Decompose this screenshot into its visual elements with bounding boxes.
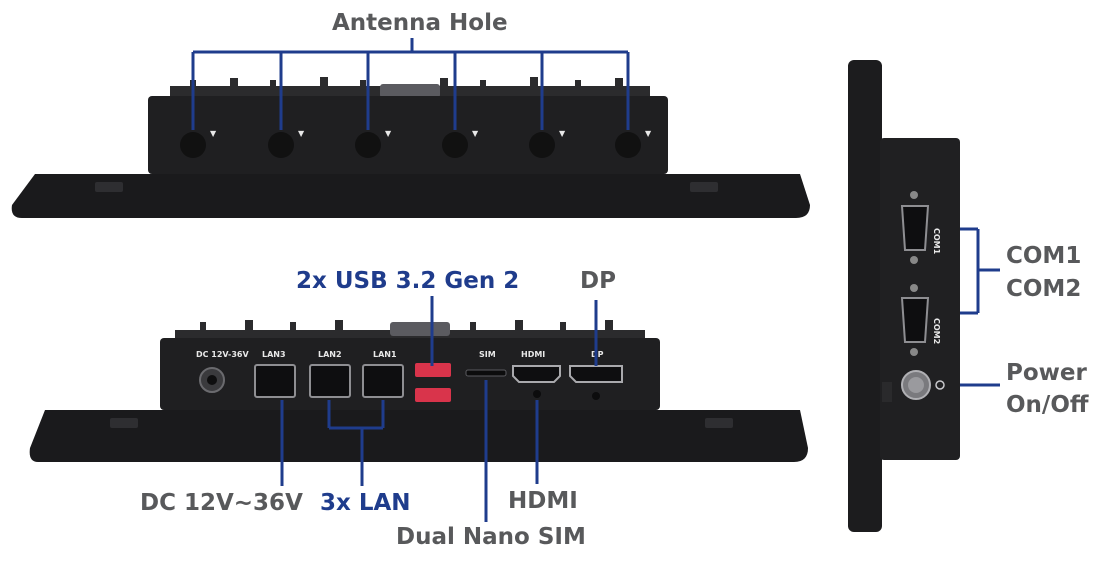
hdmi-label: HDMI bbox=[508, 488, 578, 514]
antenna-hole-label: Antenna Hole bbox=[332, 10, 508, 36]
side-bezel bbox=[848, 60, 882, 532]
onoff-label: On/Off bbox=[1006, 392, 1089, 418]
com2-label: COM2 bbox=[1006, 276, 1082, 302]
hdmi-print: HDMI bbox=[521, 350, 545, 359]
dc-label: DC 12V~36V bbox=[140, 490, 303, 516]
io-vent-cap bbox=[390, 322, 450, 336]
antenna-callout-lines bbox=[191, 38, 630, 130]
sim-print: SIM bbox=[479, 350, 496, 359]
hdmi-screw bbox=[533, 390, 541, 398]
svg-text:▼: ▼ bbox=[472, 129, 479, 138]
dc-jack bbox=[199, 367, 225, 393]
bezel-clip bbox=[95, 182, 123, 192]
power-label: Power bbox=[1006, 360, 1087, 386]
side-view-device: COM1 COM2 bbox=[848, 60, 960, 532]
com2-print: COM2 bbox=[932, 318, 941, 344]
svg-text:▼: ▼ bbox=[559, 129, 566, 138]
com1-label: COM1 bbox=[1006, 243, 1082, 269]
io-view-device: DC 12V-36V LAN3 LAN2 LAN1 SIM HDMI DP bbox=[29, 320, 808, 462]
usb-label: 2x USB 3.2 Gen 2 bbox=[296, 268, 520, 294]
bezel-clip bbox=[705, 418, 733, 428]
top-view-device: ▼ ▼ ▼ ▼ ▼ ▼ bbox=[11, 38, 810, 218]
com1-print: COM1 bbox=[932, 228, 941, 255]
com2-port bbox=[900, 284, 930, 356]
svg-text:▼: ▼ bbox=[645, 129, 652, 138]
bezel-clip bbox=[690, 182, 718, 192]
usb-ports bbox=[415, 363, 451, 402]
svg-text:▼: ▼ bbox=[385, 129, 392, 138]
dp-label: DP bbox=[580, 268, 616, 294]
top-bezel bbox=[11, 174, 810, 218]
power-button[interactable] bbox=[901, 370, 931, 400]
io-bezel bbox=[29, 410, 808, 462]
vent-cap bbox=[380, 84, 440, 98]
dc-print: DC 12V-36V bbox=[196, 350, 249, 359]
bezel-clip bbox=[110, 418, 138, 428]
sim-slot bbox=[465, 369, 507, 377]
lan3-print: LAN3 bbox=[262, 350, 286, 359]
lan-ports bbox=[254, 364, 404, 398]
lan2-print: LAN2 bbox=[318, 350, 342, 359]
power-icon bbox=[935, 380, 945, 390]
antenna-holes: ▼ ▼ ▼ ▼ ▼ ▼ bbox=[180, 129, 652, 158]
side-clip bbox=[882, 382, 892, 402]
sim-label: Dual Nano SIM bbox=[396, 524, 586, 550]
lan1-print: LAN1 bbox=[373, 350, 397, 359]
svg-text:▼: ▼ bbox=[298, 129, 305, 138]
svg-text:▼: ▼ bbox=[210, 129, 217, 138]
hdmi-port bbox=[512, 365, 561, 383]
dp-port bbox=[569, 365, 623, 383]
dp-screw bbox=[592, 392, 600, 400]
lan-label: 3x LAN bbox=[320, 490, 411, 516]
com1-port bbox=[900, 191, 930, 264]
